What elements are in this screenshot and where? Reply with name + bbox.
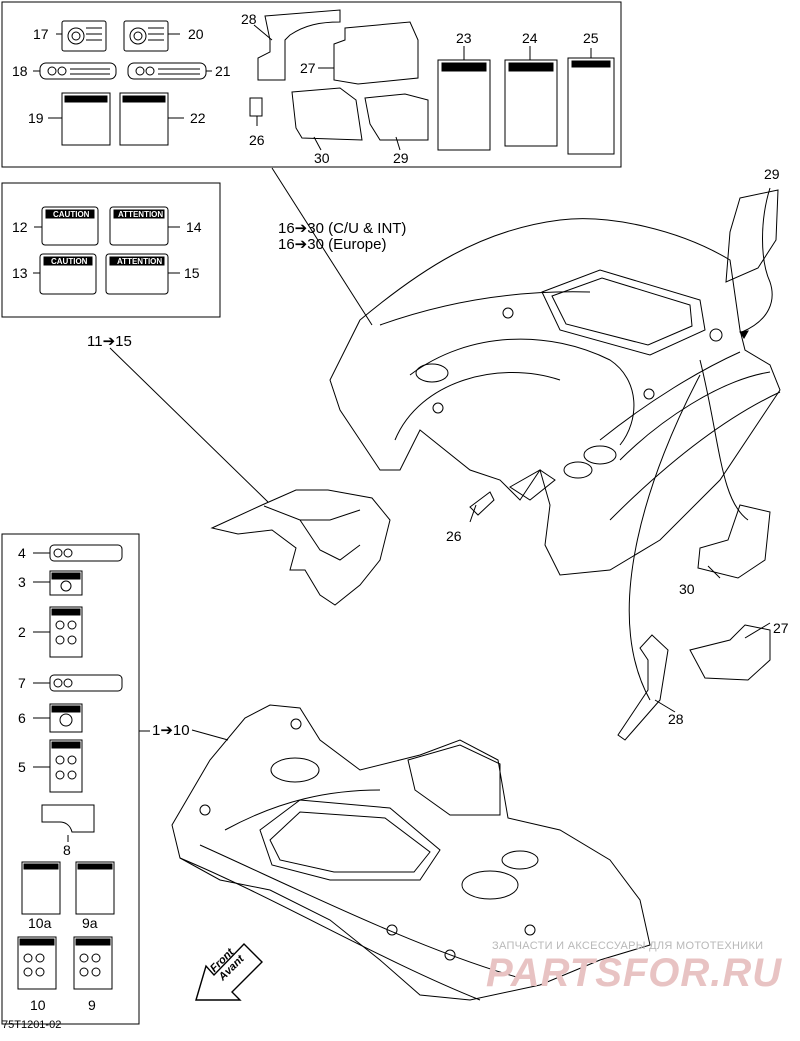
callout-10: 10 <box>30 997 46 1013</box>
front-arrow-icon <box>195 943 263 1001</box>
callout-28-top: 28 <box>241 11 257 27</box>
callout-22: 22 <box>190 110 206 126</box>
callout-9a: 9a <box>82 915 98 931</box>
decal-14-title: ATTENTION <box>118 210 164 219</box>
group-ref-1-10: 1➔10 <box>152 722 190 739</box>
callout-27-top: 27 <box>300 60 316 76</box>
callout-4: 4 <box>18 545 26 561</box>
decal-13-title: CAUTION <box>51 257 88 266</box>
callout-26-top: 26 <box>249 132 265 148</box>
group-ref-16-30-cu-int: 16➔30 (C/U & INT) <box>278 220 407 237</box>
callout-3: 3 <box>18 574 26 590</box>
callout-5: 5 <box>18 759 26 775</box>
callout-24: 24 <box>522 30 538 46</box>
callout-21: 21 <box>215 63 231 79</box>
decal-group-11-15-frame <box>1 182 221 318</box>
callout-7: 7 <box>18 675 26 691</box>
decal-15-title: ATTENTION <box>117 257 163 266</box>
callout-13: 13 <box>12 265 28 281</box>
decal-12-title: CAUTION <box>53 210 90 219</box>
callout-29-top: 29 <box>393 150 409 166</box>
watermark-subtitle: ЗАПЧАСТИ И АКСЕССУАРЫ ДЛЯ МОТОТЕХНИКИ <box>492 940 764 952</box>
decal-group-16-30-frame <box>1 1 622 168</box>
decal-group-1-10-frame <box>1 533 140 1025</box>
callout-25: 25 <box>583 30 599 46</box>
document-code: 75T1201-02 <box>2 1019 62 1031</box>
group-ref-11-15: 11➔15 <box>87 333 132 350</box>
group-ref-16-30-europe: 16➔30 (Europe) <box>278 236 387 253</box>
callout-15: 15 <box>184 265 200 281</box>
callout-23: 23 <box>456 30 472 46</box>
callout-10a: 10a <box>28 915 52 931</box>
callout-17: 17 <box>33 26 49 42</box>
callout-14: 14 <box>186 219 202 235</box>
callout-28: 28 <box>668 711 684 727</box>
callout-19: 19 <box>28 110 44 126</box>
callout-26: 26 <box>446 528 462 544</box>
callout-6: 6 <box>18 710 26 726</box>
callout-29: 29 <box>764 166 780 182</box>
callout-20: 20 <box>188 26 204 42</box>
watermark-brand: PARTSFOR.RU <box>486 951 783 995</box>
callout-30-top: 30 <box>314 150 330 166</box>
callout-18: 18 <box>12 63 28 79</box>
callout-30: 30 <box>679 581 695 597</box>
callout-9: 9 <box>88 997 96 1013</box>
callout-2: 2 <box>18 624 26 640</box>
callout-27: 27 <box>773 620 789 636</box>
callout-8: 8 <box>63 842 71 858</box>
callout-12: 12 <box>12 219 28 235</box>
